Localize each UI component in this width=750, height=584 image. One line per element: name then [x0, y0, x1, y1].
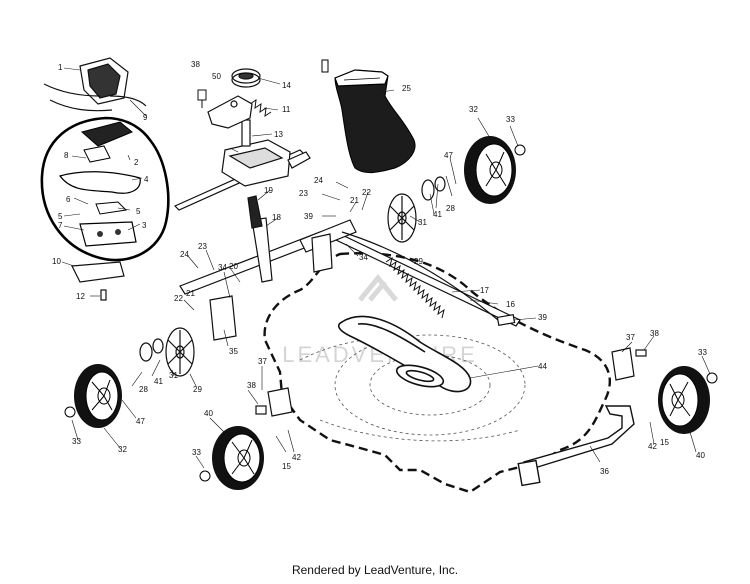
- callout: 42: [292, 453, 301, 462]
- idler-bracket: [207, 95, 253, 129]
- callout: 23: [299, 189, 308, 198]
- callout: 33: [72, 437, 81, 446]
- callout: 40: [696, 451, 705, 460]
- bracket-37-left: [255, 387, 293, 417]
- callouts: 1 2 3 4 5 5 6 7 8 9 10 11 12 13 14 15 15…: [52, 60, 707, 476]
- grass-bag: [321, 59, 416, 174]
- idler-spring: [249, 98, 272, 118]
- blade: [337, 315, 472, 393]
- footer-credit: Rendered by LeadVenture, Inc.: [291, 563, 459, 577]
- callout: 15: [660, 438, 669, 447]
- wheel-front-right: [658, 366, 718, 434]
- callout: 20: [229, 262, 238, 271]
- callout: 31: [169, 371, 178, 380]
- callout: 22: [174, 294, 183, 303]
- callout: 24: [180, 250, 189, 259]
- callout: 1: [58, 63, 63, 72]
- callout: 28: [446, 204, 455, 213]
- callout: 32: [118, 445, 127, 454]
- callout: 33: [192, 448, 201, 457]
- height-lever: [247, 195, 273, 283]
- callout: 18: [272, 213, 281, 222]
- callout: 37: [626, 333, 635, 342]
- callout: 28: [139, 385, 148, 394]
- spring: [385, 256, 445, 319]
- callout: 5: [58, 212, 63, 221]
- drive-cable: [341, 231, 516, 327]
- callout: 21: [186, 289, 195, 298]
- drive-gear-left: [139, 327, 195, 377]
- callout: 38: [191, 60, 200, 69]
- callout: 9: [143, 113, 148, 122]
- callout: 11: [282, 105, 291, 114]
- callout: 39: [304, 212, 313, 221]
- wheel-rear-left: [64, 364, 122, 428]
- callout: 2: [134, 158, 139, 167]
- callout: 23: [198, 242, 207, 251]
- callout: 38: [247, 381, 256, 390]
- pulley: [231, 68, 261, 88]
- callout: 3: [142, 221, 147, 230]
- callout: 47: [444, 151, 453, 160]
- transmission: [221, 119, 311, 187]
- callout: 32: [469, 105, 478, 114]
- callout: 7: [58, 221, 63, 230]
- handle-cap: [43, 57, 147, 112]
- plate: [71, 261, 125, 301]
- drive-control-inset: [40, 116, 170, 262]
- callout: 13: [274, 130, 283, 139]
- callout: 29: [414, 257, 423, 266]
- wheel-rear-right: [464, 136, 526, 204]
- leader-lines: [61, 67, 711, 469]
- callout: 21: [350, 196, 359, 205]
- callout: 12: [76, 292, 85, 301]
- callout: 34: [218, 263, 227, 272]
- callout: 36: [600, 467, 609, 476]
- callout: 42: [648, 442, 657, 451]
- wheel-front-left: [199, 426, 264, 490]
- callout: 40: [204, 409, 213, 418]
- callout: 17: [480, 286, 489, 295]
- callout: 4: [144, 175, 149, 184]
- front-axle-arm: [517, 405, 635, 487]
- callout: 8: [64, 151, 69, 160]
- callout: 22: [362, 188, 371, 197]
- callout: 15: [282, 462, 291, 471]
- callout: 41: [433, 210, 442, 219]
- callout: 16: [506, 300, 515, 309]
- callout: 37: [258, 357, 267, 366]
- callout: 34: [359, 253, 368, 262]
- callout: 5: [136, 207, 141, 216]
- rear-bracket: [209, 233, 333, 341]
- drive-gear-right: [387, 176, 446, 243]
- callout: 50: [212, 72, 221, 81]
- callout: 25: [402, 84, 411, 93]
- callout: 14: [282, 81, 291, 90]
- callout: 19: [264, 186, 273, 195]
- bolt-38-top: [197, 89, 207, 108]
- callout: 44: [538, 362, 547, 371]
- bracket-37-right: [611, 347, 647, 381]
- callout: 47: [136, 417, 145, 426]
- callout: 41: [154, 377, 163, 386]
- callout: 33: [506, 115, 515, 124]
- callout: 39: [538, 313, 547, 322]
- callout: 38: [650, 329, 659, 338]
- callout: 31: [418, 218, 427, 227]
- callout: 29: [193, 385, 202, 394]
- callout: 24: [314, 176, 323, 185]
- callout: 10: [52, 257, 61, 266]
- callout: 6: [66, 195, 71, 204]
- callout: 33: [698, 348, 707, 357]
- callout: 35: [229, 347, 238, 356]
